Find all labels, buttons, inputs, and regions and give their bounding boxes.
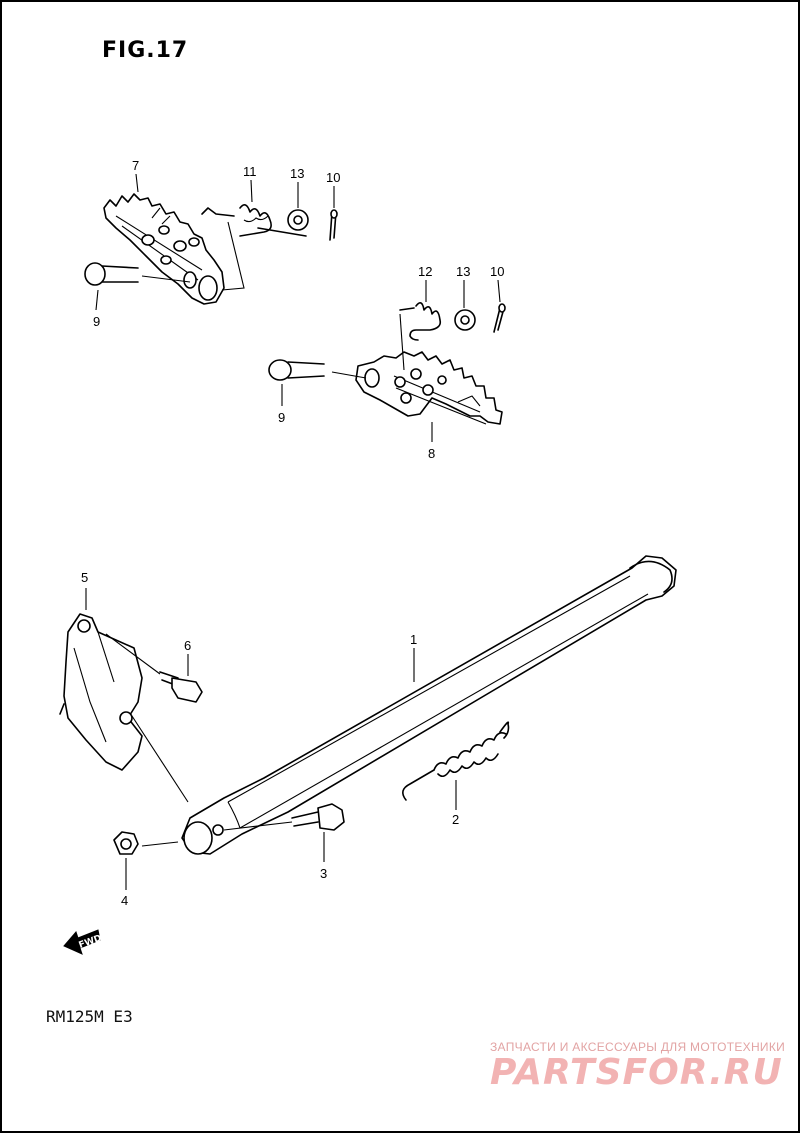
side-stand-part-1 bbox=[181, 555, 677, 855]
callout-13-upper: 13 bbox=[290, 166, 304, 181]
cotter-pin-part-10-lower bbox=[493, 303, 506, 333]
figure-title: FIG.17 bbox=[102, 38, 189, 63]
fwd-direction-marker: FWD bbox=[63, 929, 104, 955]
washer-part-13-upper bbox=[287, 209, 309, 231]
cotter-pin-part-10-upper bbox=[329, 209, 338, 241]
callout-8: 8 bbox=[428, 446, 435, 461]
spring-part-12 bbox=[399, 302, 442, 371]
callout-1: 1 bbox=[410, 632, 417, 647]
bolt-part-6 bbox=[105, 633, 203, 703]
callout-12: 12 bbox=[418, 264, 432, 279]
watermark-brand-logo: PARTSFOR.RU bbox=[490, 1052, 783, 1093]
pin-part-9-lower bbox=[268, 359, 367, 381]
fwd-label: FWD bbox=[78, 933, 104, 950]
callout-9-upper: 9 bbox=[93, 314, 100, 329]
callout-4: 4 bbox=[121, 893, 128, 908]
spring-part-11 bbox=[201, 204, 307, 291]
footrest-right-part-8 bbox=[355, 351, 503, 425]
callout-10-lower: 10 bbox=[490, 264, 504, 279]
nut-part-4 bbox=[113, 831, 179, 855]
callout-leaders bbox=[85, 173, 501, 890]
bracket-part-5 bbox=[59, 613, 189, 803]
watermark-tagline: ЗАПЧАСТИ И АКСЕССУАРЫ ДЛЯ МОТОТЕХНИКИ bbox=[490, 1040, 786, 1054]
bolt-part-3 bbox=[223, 803, 345, 831]
callout-11: 11 bbox=[243, 164, 257, 179]
washer-part-13-lower bbox=[454, 309, 476, 331]
callout-2: 2 bbox=[452, 812, 459, 827]
callout-5: 5 bbox=[81, 570, 88, 585]
callout-7: 7 bbox=[132, 158, 139, 173]
pin-part-9-upper bbox=[84, 262, 191, 286]
callout-9-lower: 9 bbox=[278, 410, 285, 425]
spring-part-2 bbox=[402, 721, 510, 801]
callout-6: 6 bbox=[184, 638, 191, 653]
callout-13-lower: 13 bbox=[456, 264, 470, 279]
model-code: RM125M E3 bbox=[46, 1007, 133, 1026]
callout-3: 3 bbox=[320, 866, 327, 881]
footrest-left-part-7 bbox=[103, 193, 225, 305]
callout-10-upper: 10 bbox=[326, 170, 340, 185]
